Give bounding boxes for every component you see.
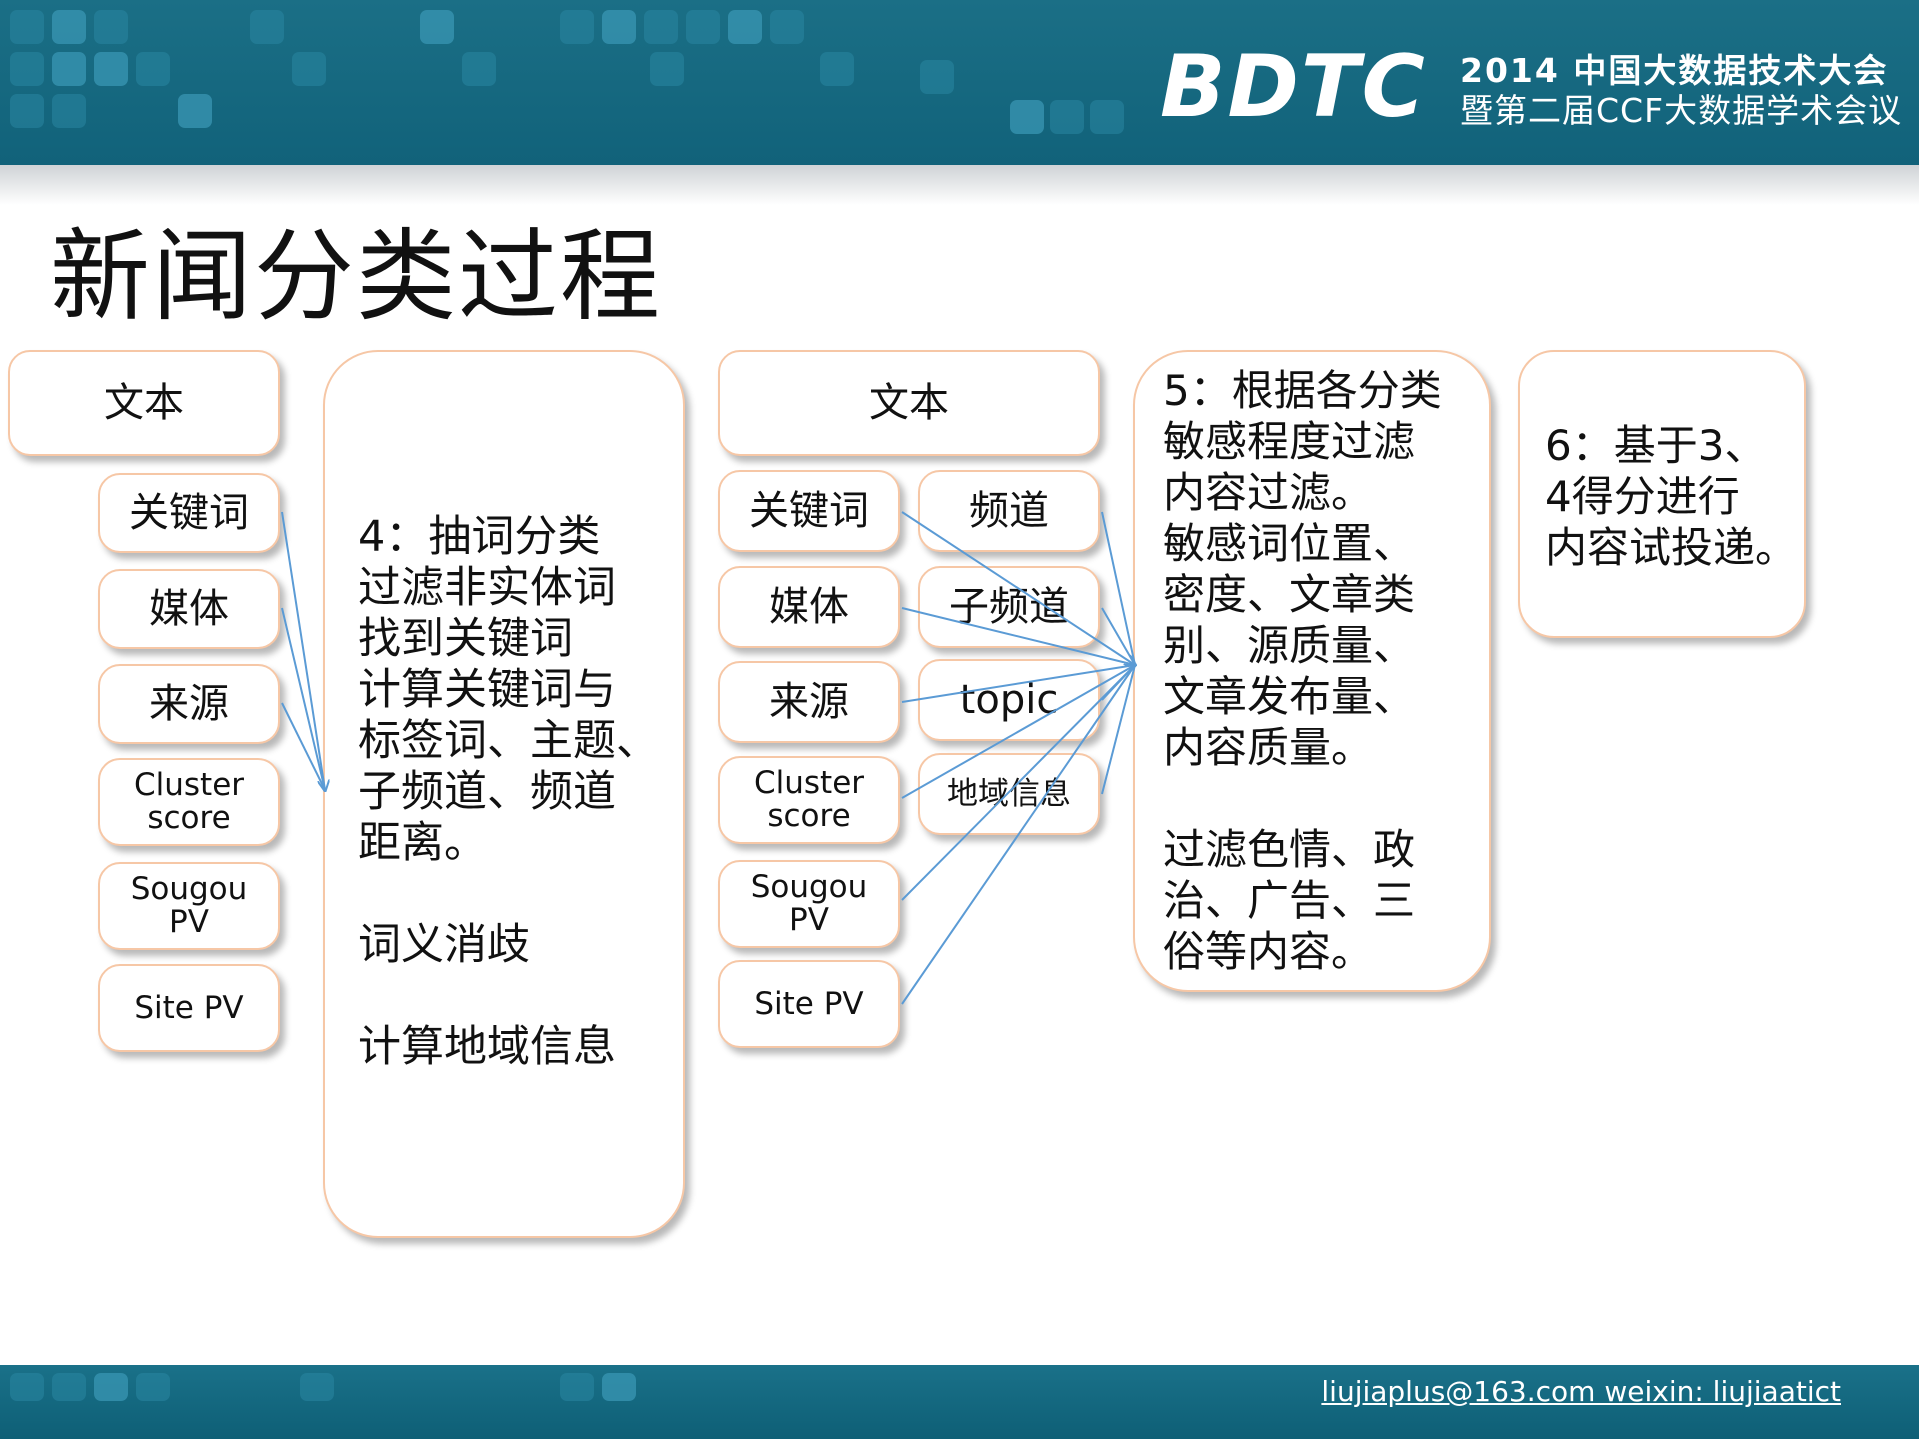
left-source-box: 来源 [98,664,280,744]
step6-box [1518,350,1806,638]
step4-box [323,350,685,1238]
bdtc-logo: BDTC [1160,37,1427,137]
middle-sougou-pv-box: Sougou PV [718,860,900,948]
contact-link[interactable]: liujiaplus@163.com weixin: liujiaatict [1321,1375,1841,1408]
region-info-box: 地域信息 [918,753,1100,835]
step5-text: 5：根据各分类 敏感程度过滤 内容过滤。 敏感词位置、 密度、文章类 别、源质量… [1163,366,1442,976]
middle-keyword-box: 关键词 [718,470,900,552]
step5-box [1133,350,1491,992]
arrow-channel-to-step5 [1101,511,1136,666]
topic-box: topic [918,659,1100,741]
header-shadow [0,165,1919,205]
arrow-keyword-to-step4 [281,511,325,790]
arrow-region-to-step5 [1101,664,1136,795]
left-keyword-box: 关键词 [98,473,280,553]
middle-source-box: 来源 [718,661,900,743]
slide-title: 新闻分类过程 [50,218,662,335]
footer-banner: liujiaplus@163.com weixin: liujiaatict [0,1365,1919,1439]
middle-media-box: 媒体 [718,566,900,648]
left-cluster-score-box: Cluster score [98,758,280,846]
left-sougou-pv-box: Sougou PV [98,862,280,950]
conference-subtitle: 暨第二届CCF大数据学术会议 [1460,91,1903,130]
middle-cluster-score-box: Cluster score [718,756,900,844]
step4-text: 4：抽词分类 过滤非实体词 找到关键词 计算关键词与 标签词、主题、 子频道、频… [358,512,659,1072]
left-text-box: 文本 [8,350,280,456]
arrow-media-to-step4 [281,607,326,791]
channel-box: 频道 [918,470,1100,552]
left-site-pv-box: Site PV [98,964,280,1052]
header-banner: BDTC 2014 中国大数据技术大会 暨第二届CCF大数据学术会议 [0,0,1919,165]
middle-text-box: 文本 [718,350,1100,456]
arrow-source-to-step4 [281,702,326,791]
conference-name: 2014 中国大数据技术大会 [1460,51,1889,90]
arrow-subchannel-to-step5 [1101,607,1136,666]
arrow-topic-to-step5 [1101,664,1136,701]
sub-channel-box: 子频道 [918,566,1100,648]
middle-site-pv-box: Site PV [718,960,900,1048]
left-media-box: 媒体 [98,569,280,649]
step6-text: 6：基于3、 4得分进行 内容试投递。 [1545,421,1798,572]
